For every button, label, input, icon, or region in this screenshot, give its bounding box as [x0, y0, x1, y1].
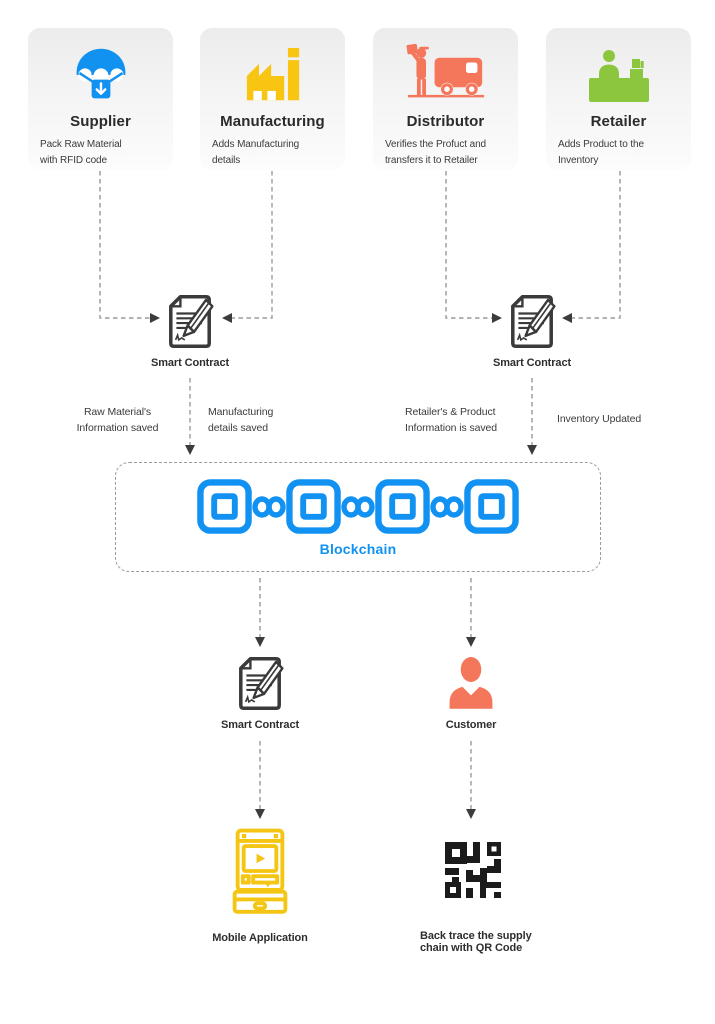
qr-code-icon: [445, 842, 501, 898]
smart-contract-3-label: Smart Contract: [220, 719, 300, 731]
blockchain-label: Blockchain: [319, 541, 397, 557]
card-distributor: Distributor Verifies the Profuct and tra…: [373, 28, 518, 170]
flow-label-retailer-saved: Retailer's & Product Information is save…: [405, 406, 497, 435]
smart-contract-icon: [239, 656, 284, 711]
blockchain-block-icon: [286, 479, 341, 534]
card-desc-supplier: Pack Raw Material with RFID code: [40, 139, 122, 166]
card-title-distributor: Distributor: [406, 113, 485, 130]
delivery-truck-icon: [406, 43, 484, 98]
blockchain-chain: [197, 479, 519, 534]
card-supplier: Supplier Pack Raw Material with RFID cod…: [28, 28, 173, 170]
card-title-manufacturing: Manufacturing: [220, 113, 325, 130]
card-manufacturing: Manufacturing Adds Manufacturing details: [200, 28, 345, 170]
qr-label: Back trace the supply chain with QR Code: [420, 930, 532, 954]
card-desc-manufacturing: Adds Manufacturing details: [212, 139, 300, 166]
chain-link-icon: [341, 495, 375, 519]
customer-icon: [449, 657, 493, 709]
chain-link-icon: [252, 495, 286, 519]
flow-label-inventory-updated: Inventory Updated: [557, 413, 642, 425]
smart-contract-1-label: Smart Contract: [150, 357, 230, 369]
smart-contract-icon: [169, 294, 214, 349]
cashier-icon: [588, 50, 649, 102]
parachute-icon: [76, 48, 125, 99]
flow-label-raw-material: Raw Material's Information saved: [76, 406, 159, 435]
card-desc-distributor: Verifies the Profuct and transfers it to…: [385, 139, 486, 166]
connector-retailer-to-contract2: [562, 171, 621, 323]
card-title-supplier: Supplier: [70, 113, 131, 130]
factory-icon: [246, 48, 299, 101]
connector-distributor-to-contract2: [445, 171, 502, 323]
smart-contract-2-label: Smart Contract: [492, 357, 572, 369]
card-desc-retailer: Adds Product to the Inventory: [558, 139, 644, 166]
blockchain-block-icon: [464, 479, 519, 534]
blockchain-block-icon: [375, 479, 430, 534]
card-retailer: Retailer Adds Product to the Inventory: [546, 28, 691, 170]
smart-contract-icon: [511, 294, 556, 349]
blockchain-block-icon: [197, 479, 252, 534]
flow-label-manufacturing-saved: Manufacturing details saved: [208, 406, 274, 435]
blockchain-container: Blockchain: [115, 462, 601, 572]
mobile-app-icon: [232, 828, 288, 914]
connector-supplier-to-contract1: [99, 171, 160, 323]
customer-label: Customer: [445, 719, 497, 731]
card-title-retailer: Retailer: [590, 113, 647, 130]
mobile-app-label: Mobile Application: [212, 932, 308, 944]
chain-link-icon: [430, 495, 464, 519]
connector-manufacturing-to-contract1: [222, 171, 273, 323]
